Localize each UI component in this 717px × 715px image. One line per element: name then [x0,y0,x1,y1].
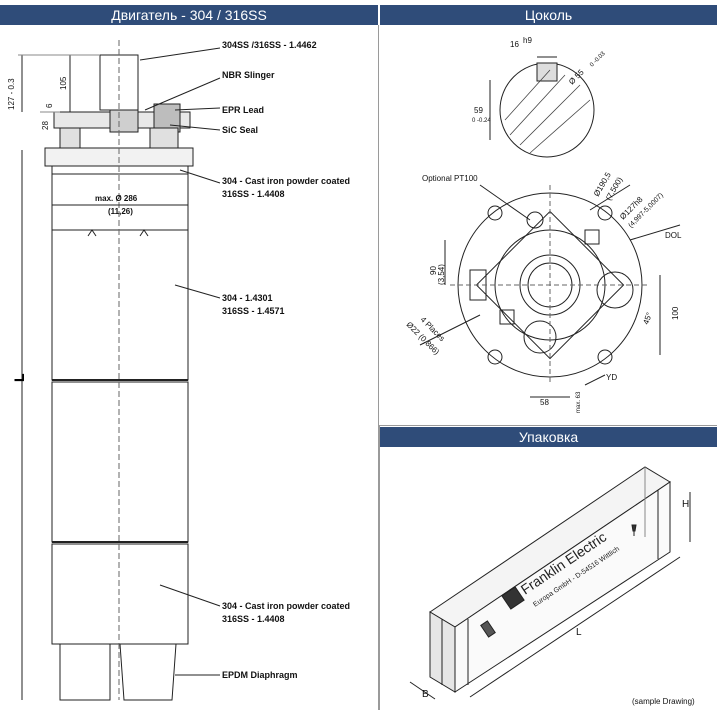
dim-28: 28 [41,121,50,130]
motor-slinger [109,109,139,133]
motor-feet [59,643,177,701]
pt100-sensor [526,211,544,229]
package-b: B [422,689,429,700]
dim-6: 6 [45,103,54,108]
base-yd: YD [606,373,617,382]
base-drawing: 16 h9 Ø 55 0 -0.03 59 0 -0.24 Optional P… [405,36,682,413]
label-shaft-material: 304SS /316SS - 1.4462 [222,40,317,50]
bolt-hole-1 [487,205,503,221]
packaging-header: Упаковка [380,427,717,447]
label-top-cover-1: 304 - Cast iron powder coated [222,176,350,186]
base-key-width: 16 [510,40,519,49]
fragile-icon [631,524,637,536]
motor-panel-border [0,25,379,710]
dim-max-diam: max. Ø 286 [95,194,138,203]
motor-body [51,229,189,381]
motor-bottom-cover [51,543,189,645]
base-max-h: max. 63 [576,391,582,413]
label-diaphragm: EPDM Diaphragm [222,670,298,680]
bolt-hole-4 [597,349,613,365]
motor-body-lower [51,381,189,543]
shaft-hatch [504,69,591,154]
bolt-hole-3 [487,349,503,365]
crate-logo [501,586,525,610]
packaging-header-title: Упаковка [518,429,579,445]
base-header-title: Цоколь [524,7,573,23]
yd-terminal [523,320,557,354]
base-shaft-diam: Ø 55 [567,67,586,86]
label-slinger: NBR Slinger [222,70,275,80]
shaft-key [536,62,558,82]
label-bottom-cover-1: 304 - Cast iron powder coated [222,601,350,611]
label-body-1: 304 - 1.4301 [222,293,273,303]
arrows-up-icon [480,620,496,638]
package-note: (sample Drawing) [632,697,695,706]
motor-drawing: 304SS /316SS - 1.4462 NBR Slinger EPR Le… [7,40,350,701]
base-d90: 90 [429,266,438,275]
base-d58: 58 [540,398,549,407]
label-top-cover-2: 316SS - 1.4408 [222,189,285,199]
motor-lead-block [153,103,181,133]
base-key-depth-tol: 0 -0.24 [472,118,491,124]
base-d100: 100 [671,306,680,320]
base-d90-in: (3,54) [437,264,446,285]
dim-max-diam-in: (11,26) [108,207,133,216]
dol-terminal [596,271,634,309]
motor-header: Двигатель - 304 / 316SS [0,5,378,25]
base-key-depth: 59 [474,106,483,115]
label-lead: EPR Lead [222,105,264,115]
label-body-2: 316SS - 1.4571 [222,306,285,316]
base-angle: 45° [641,311,654,325]
package-h: H [682,499,689,510]
label-seal: SiC Seal [222,125,258,135]
motor-header-title: Двигатель - 304 / 316SS [111,7,267,23]
packaging-drawing: Franklin Electric Europa GmbH - D-54516 … [409,466,691,700]
base-header: Цоколь [380,5,717,25]
base-shaft-tol: 0 -0.03 [589,50,607,68]
bolt-hole-2 [597,205,613,221]
dim-shaft-len: 105 [59,76,68,90]
base-pt100: Optional PT100 [422,174,478,183]
package-l: L [576,627,582,638]
base-dol: DOL [665,231,682,240]
label-bottom-cover-2: 316SS - 1.4408 [222,614,285,624]
packaging-panel-border [379,425,717,710]
base-key-tol: h9 [523,36,532,45]
dim-length: L [11,373,27,382]
dim-total-top: 127 - 0.3 [7,78,16,110]
